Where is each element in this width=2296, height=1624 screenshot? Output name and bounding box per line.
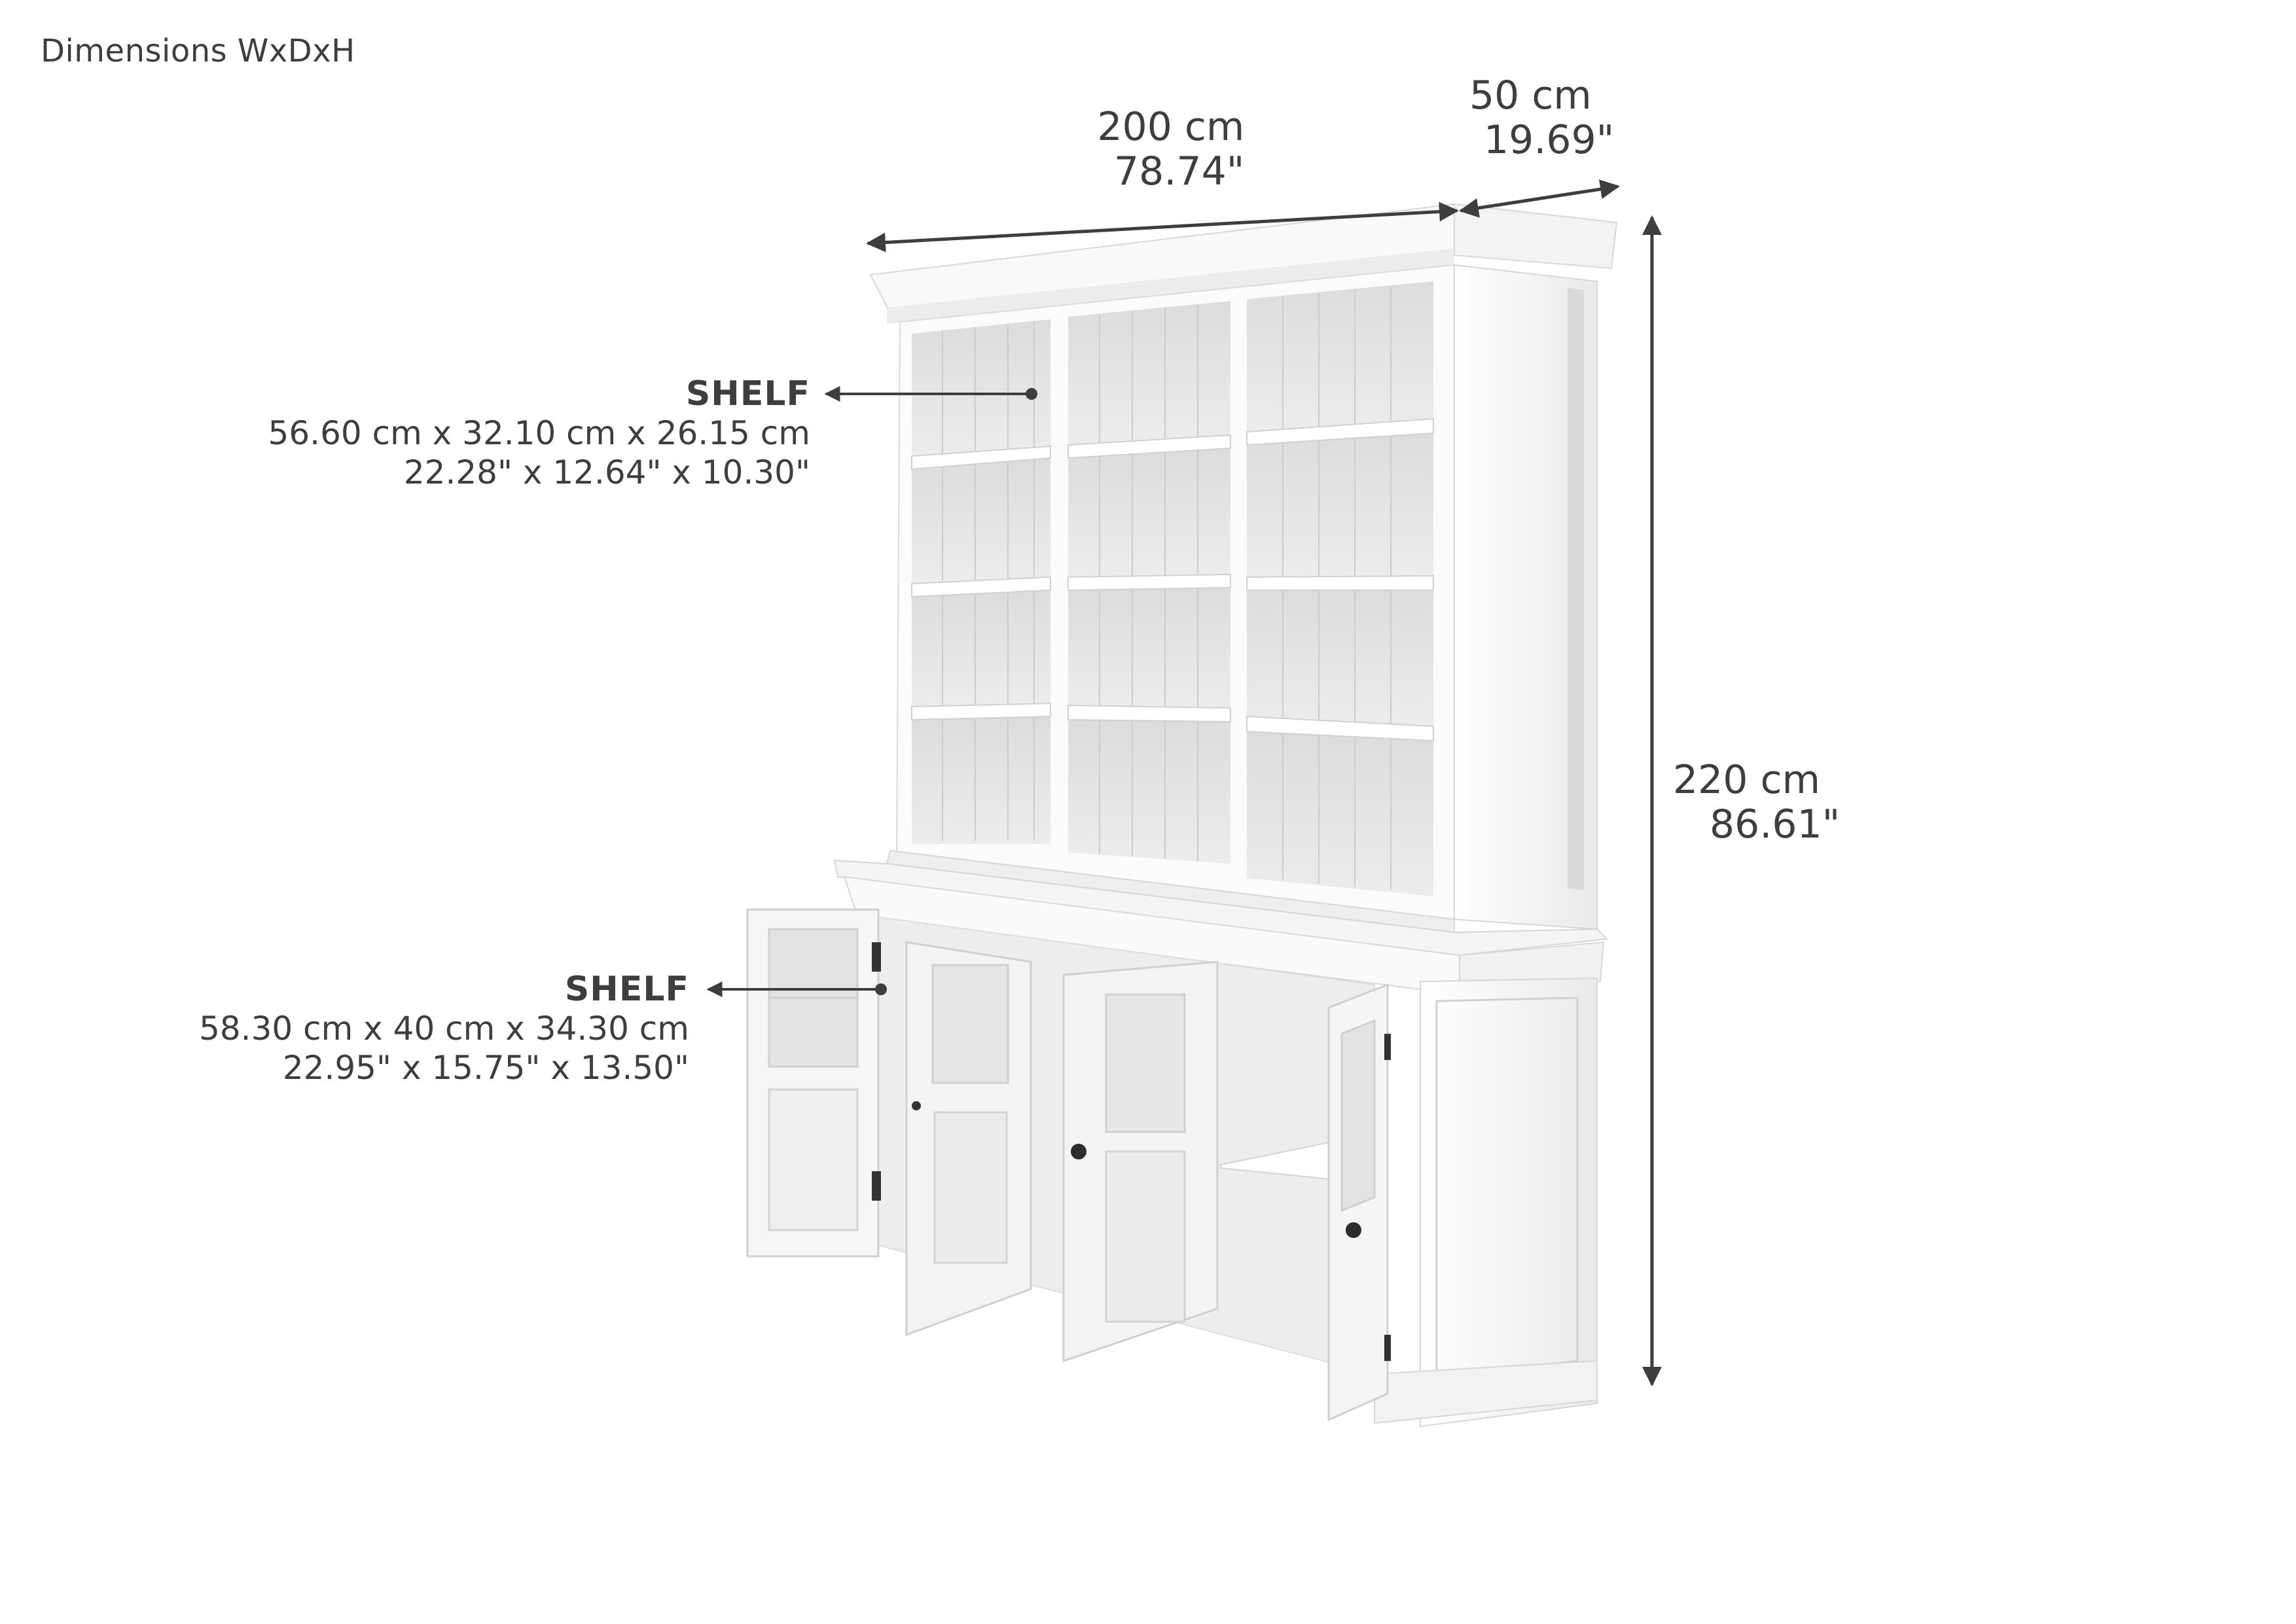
- depth-arrow: [1459, 179, 1620, 218]
- lower-cabinet: [746, 859, 1609, 1428]
- door-1: [746, 908, 881, 1258]
- width-arrow: [866, 202, 1459, 253]
- width-label: 200 cm 78.74": [1080, 105, 1244, 194]
- upper-shelf-title: SHELF: [685, 374, 810, 414]
- width-imperial: 78.74": [1114, 149, 1245, 194]
- height-imperial: 86.61": [1710, 802, 1840, 847]
- depth-metric: 50 cm: [1469, 73, 1592, 118]
- door-2: [905, 941, 1032, 1337]
- upper-shelf-metric: 56.60 cm x 32.10 cm x 26.15 cm: [268, 414, 810, 452]
- upper-shelf-callout: SHELF 56.60 cm x 32.10 cm x 26.15 cm 22.…: [268, 374, 810, 492]
- depth-label: 50 cm 19.69": [1469, 73, 1614, 162]
- depth-imperial: 19.69": [1484, 117, 1615, 163]
- lower-shelf-title: SHELF: [564, 970, 689, 1009]
- width-metric: 200 cm: [1097, 104, 1245, 150]
- lower-shelf-imperial: 22.95" x 15.75" x 13.50": [282, 1049, 689, 1087]
- upper-hutch: [869, 203, 1618, 934]
- lower-shelf-callout: SHELF 58.30 cm x 40 cm x 34.30 cm 22.95"…: [199, 970, 689, 1087]
- height-metric: 220 cm: [1673, 757, 1821, 803]
- upper-shelf-imperial: 22.28" x 12.64" x 10.30": [403, 453, 810, 491]
- door-4: [1327, 983, 1391, 1422]
- page-title: Dimensions WxDxH: [41, 33, 355, 69]
- door-3: [1062, 961, 1219, 1363]
- height-label: 220 cm 86.61": [1673, 758, 1840, 847]
- lower-shelf-metric: 58.30 cm x 40 cm x 34.30 cm: [199, 1010, 689, 1048]
